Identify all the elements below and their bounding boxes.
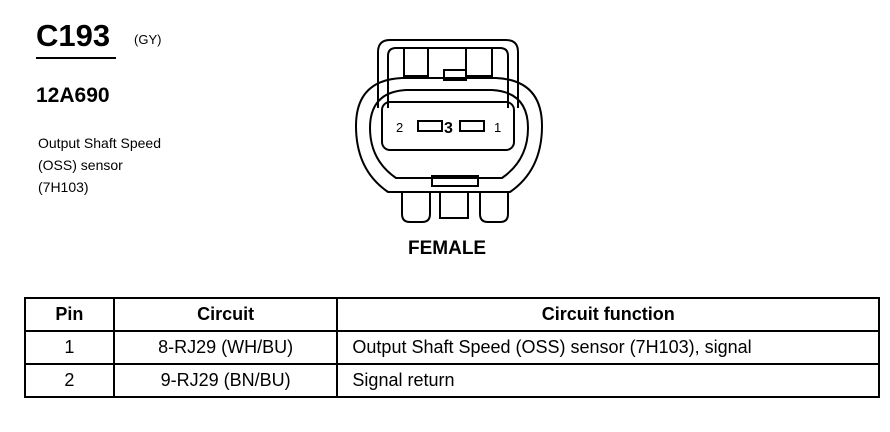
connector-id-underline	[36, 57, 116, 59]
bottom-lock-bar	[431, 175, 479, 187]
cell-function: Signal return	[336, 363, 880, 398]
component-description-line-1: Output Shaft Speed	[38, 135, 161, 151]
cell-function: Output Shaft Speed (OSS) sensor (7H103),…	[336, 330, 880, 365]
header-circuit: Circuit	[112, 297, 339, 332]
cell-pin: 1	[24, 330, 115, 365]
table-header-row: Pin Circuit Circuit function	[24, 297, 880, 332]
latch-outer	[377, 39, 519, 108]
housing-inner	[368, 89, 530, 179]
header-pin: Pin	[24, 297, 115, 332]
cell-circuit: 9-RJ29 (BN/BU)	[112, 363, 339, 398]
bottom-tab-center	[439, 192, 469, 219]
part-number: 12A690	[36, 84, 110, 107]
cell-circuit: 8-RJ29 (WH/BU)	[112, 330, 339, 365]
latch-inner	[387, 47, 509, 108]
component-description-line-2: (OSS) sensor	[38, 157, 123, 173]
pin-1-terminal	[459, 120, 485, 132]
table-row: 2 9-RJ29 (BN/BU) Signal return	[24, 363, 880, 398]
pin-label-right: 1	[494, 120, 501, 135]
pin-label-center: 3	[444, 120, 453, 137]
pin-table: Pin Circuit Circuit function 1 8-RJ29 (W…	[24, 297, 880, 398]
connector-face-diagram: 2 3 1	[354, 39, 544, 223]
housing-outer	[354, 77, 544, 193]
bottom-tab-right	[479, 192, 509, 223]
cell-pin: 2	[24, 363, 115, 398]
latch-tab-left	[403, 48, 429, 77]
bottom-tab-left	[401, 192, 431, 223]
latch-tab-right	[465, 48, 493, 77]
header-circuit-function: Circuit function	[336, 297, 880, 332]
terminal-cavity	[381, 101, 515, 151]
table-row: 1 8-RJ29 (WH/BU) Output Shaft Speed (OSS…	[24, 330, 880, 365]
latch-center-notch	[443, 69, 467, 81]
component-description-line-3: (7H103)	[38, 179, 89, 195]
pin-2-terminal	[417, 120, 443, 132]
connector-id: C193	[36, 18, 111, 53]
connector-color-code: (GY)	[134, 32, 162, 47]
pin-label-left: 2	[396, 120, 403, 135]
view-label: FEMALE	[408, 238, 487, 259]
